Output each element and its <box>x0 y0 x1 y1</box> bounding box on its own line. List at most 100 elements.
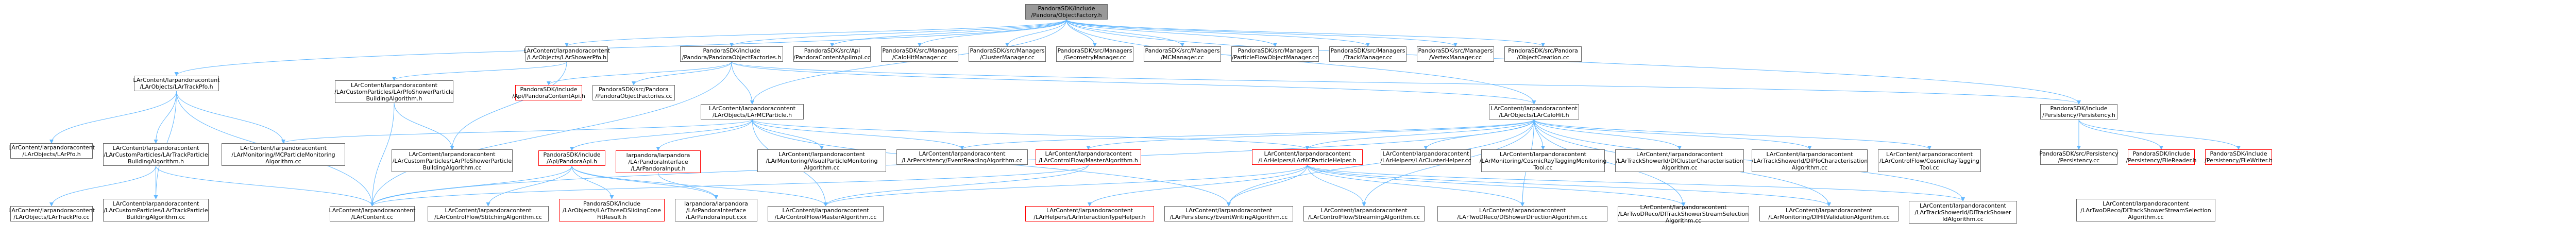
graph-node-larpandorainterface[interactable]: larpandora/larpandora/LArPandoraInterfac… <box>616 150 701 173</box>
edge-lamcparticlehelper-to-dltrackshower <box>1307 164 1965 201</box>
graph-node-latrackpfo[interactable]: LArContent/larpandoracontent/LArObjects/… <box>133 76 220 91</box>
graph-node-dltrackshower[interactable]: LArContent/larpandoracontent/LArTrackSho… <box>1909 201 2017 224</box>
node-label-line: LArContent/larpandoracontent <box>2103 200 2189 207</box>
node-label-line: /LArPandoraInterface <box>628 158 688 165</box>
graph-node-dlpfocharacterisation[interactable]: LArContent/larpandoracontent/LArTrackSho… <box>1752 149 1868 172</box>
node-label-line: larpandora/larpandora <box>684 200 748 207</box>
edge-lamcparticle-to-pandoraapi_h <box>570 119 753 151</box>
graph-node-interactiontypehelper[interactable]: LArContent/larpandoracontent/LArHelpers/… <box>1025 206 1154 221</box>
node-label-line: /TrackManager.cc <box>1343 54 1393 61</box>
graph-node-dlshowerselection[interactable]: LArContent/larpandoracontent/LArTwoDReco… <box>1618 204 1749 224</box>
node-label-line: /LArPandoraInput.cxx <box>685 213 747 220</box>
edge-root-to-latrackpfo <box>174 19 1067 76</box>
node-label-line: LArContent/larpandoracontent <box>1636 150 1723 158</box>
graph-node-geometrymanager[interactable]: PandoraSDK/src/Managers/GeometryManager.… <box>1056 46 1133 62</box>
node-label-line: LArContent/larpandoracontent <box>523 47 610 54</box>
node-label-line: /LArControlFlow/StreamingAlgorithm.cc <box>1308 214 1420 220</box>
graph-node-larpandorainput_cxx[interactable]: larpandora/larpandora/LArPandoraInterfac… <box>675 199 757 221</box>
node-label-line: LArContent/larpandoracontent <box>409 150 496 158</box>
graph-node-pandoracontentapi_h[interactable]: PandoraSDK/include/Api/PandoraContentApi… <box>512 85 585 100</box>
edge-pandoraapi_h-to-larpandorainput_cxx <box>571 165 718 199</box>
node-label-line: /LArCustomParticles/LArTrackParticle <box>104 151 208 158</box>
graph-node-cosmicraytagging_monitoring[interactable]: LArContent/larpandoracontent/LArMonitori… <box>1480 149 1606 172</box>
graph-node-laobjects_pfo[interactable]: LArContent/larpandoracontent/LArObjects/… <box>8 143 95 159</box>
node-label-line: /Api/PandoraApi.h <box>547 158 597 165</box>
node-label-line: LArContent/larpandoracontent <box>1766 150 1853 158</box>
edge-lamcparticlehelper-to-dlshowerselection <box>1307 164 1686 207</box>
graph-node-tracksparticlebuilding[interactable]: LArContent/larpandoracontent/LArCustomPa… <box>103 143 209 166</box>
graph-node-lashowerpfo[interactable]: LArContent/larpandoracontent/LArObjects/… <box>523 46 610 62</box>
graph-node-pandorafilewriter[interactable]: PandoraSDK/include/Persistency/FileWrite… <box>2205 149 2273 165</box>
graph-node-vertexmanager[interactable]: PandoraSDK/src/Managers/VertexManager.cc <box>1417 46 1494 62</box>
edge-root-to-geometrymanager <box>1066 19 1097 47</box>
graph-node-lacontent_cc[interactable]: LArContent/larpandoracontent/LArContent.… <box>329 206 416 221</box>
graph-node-clustermanager[interactable]: PandoraSDK/src/Managers/ClusterManager.c… <box>969 46 1046 62</box>
node-label-line: Algorithm.cc <box>804 164 840 171</box>
graph-node-dlvertexing[interactable]: LArContent/larpandoracontent/LArTwoDReco… <box>2076 199 2215 221</box>
graph-node-latrackpfo_cc[interactable]: LArContent/larpandoracontent/LArObjects/… <box>8 206 95 221</box>
graph-node-cosmicraytagging_tool[interactable]: LArContent/larpandoracontent/LArControlF… <box>1878 149 1981 172</box>
graph-node-lacalohit[interactable]: LArContent/larpandoracontent/LArObjects/… <box>1489 104 1579 120</box>
node-label-line: /Persistency.cc <box>2058 157 2100 164</box>
node-label-line: PandoraSDK/src/Pandora <box>599 86 669 93</box>
node-label-line: LArContent/larpandoracontent <box>112 200 199 207</box>
graph-node-mcmanager[interactable]: PandoraSDK/src/Managers/MCManager.cc <box>1144 46 1221 62</box>
graph-node-pfoshowerbuilding_cc[interactable]: LArContent/larpandoracontent/LArCustomPa… <box>392 149 513 172</box>
node-label-line: /LArObjects/LArTrackPfo.h <box>140 83 213 90</box>
graph-node-visualparticlemonitoring[interactable]: LArContent/larpandoracontent/LArMonitori… <box>757 149 886 172</box>
graph-node-laclusterhelper[interactable]: LArContent/larpandoracontent/LArHelpers/… <box>1380 149 1471 165</box>
graph-node-pandoraapi_h[interactable]: PandoraSDK/include/Api/PandoraApi.h <box>538 150 605 166</box>
graph-node-pandoracontentapiimpl[interactable]: PandoraSDK/src/Api/PandoraContentApiImpl… <box>793 46 871 62</box>
graph-node-calohitmanager[interactable]: PandoraSDK/src/Managers/CaloHitManager.c… <box>881 46 958 62</box>
graph-node-eventreading[interactable]: LArContent/larpandoracontent/LArPersiste… <box>896 149 1028 165</box>
graph-node-controlflow_streaming[interactable]: LArContent/larpandoracontent/LArControlF… <box>1303 206 1425 221</box>
edge-lacalohit-to-controlflow_master_h <box>1086 119 1534 150</box>
node-label-line: /LArControlFlow/MasterAlgorithm.h <box>1039 157 1138 164</box>
node-label-line: /PandoraObjectFactories.cc <box>595 93 672 99</box>
graph-node-pandoraobjectfactories[interactable]: PandoraSDK/include/Pandora/PandoraObject… <box>680 46 783 62</box>
node-label-line: LArContent/larpandoracontent <box>1320 207 1408 214</box>
node-label-line: /LArTwoDReco/DlShowerDirectionAlgorithm.… <box>1457 214 1588 220</box>
edge-lacalohit-to-cosmicraytagging_tool <box>1534 119 1931 150</box>
edge-pandoraobjectfactories-to-lacontent_cc <box>370 61 732 207</box>
node-label-line: PandoraSDK/include <box>703 47 760 54</box>
graph-node-controlflow_stitching[interactable]: LArContent/larpandoracontent/LArControlF… <box>428 206 549 221</box>
node-label-line: /PandoraContentApiImpl.cc <box>793 54 871 61</box>
graph-node-controlflow_master_cc[interactable]: LArContent/larpandoracontent/LArControlF… <box>768 206 884 221</box>
node-label-line: /LArHelpers/LArMCParticleHelper.h <box>1258 157 1357 164</box>
node-label-line: LArContent/larpandoracontent <box>8 207 95 214</box>
graph-node-sliding_cone[interactable]: PandoraSDK/include/LArObjects/LArThreeDS… <box>559 199 665 221</box>
graph-node-persistency_h[interactable]: PandoraSDK/include/Persistency/Persisten… <box>2040 104 2117 120</box>
edge-lamcparticle-to-lamcparticlehelper <box>752 119 1310 150</box>
edge-pandoraobjectfactories-to-lacalohit <box>731 61 1536 105</box>
graph-node-persistency_cc[interactable]: PandoraSDK/src/Persistency/Persistency.c… <box>2039 149 2119 165</box>
graph-node-trackmanager[interactable]: PandoraSDK/src/Managers/TrackManager.cc <box>1329 46 1406 62</box>
graph-node-objectcreation[interactable]: PandoraSDK/src/Pandora/ObjectCreation.cc <box>1504 46 1582 62</box>
graph-node-particleflowobjectmanager[interactable]: PandoraSDK/src/Managers/ParticleFlowObje… <box>1231 46 1319 62</box>
node-label-line: LArContent/larpandoracontent <box>329 207 416 214</box>
graph-node-tracksparticlebuilding_cc[interactable]: LArContent/larpandoracontent/LArCustomPa… <box>103 199 209 221</box>
edge-pandoraapi_h-to-controlflow_stitching <box>486 165 572 207</box>
graph-node-dlhitvalidation[interactable]: LArContent/larpandoracontent/LArMonitori… <box>1759 206 1899 221</box>
graph-node-lamcparticlehelper[interactable]: LArContent/larpandoracontent/LArHelpers/… <box>1252 149 1363 165</box>
node-label-line: PandoraSDK/src/Managers <box>1238 47 1313 54</box>
graph-node-pfoshowerbuilding[interactable]: LArContent/larpandoracontent/LArCustomPa… <box>334 80 454 103</box>
edge-larpandorainterface-to-larpandorainput_cxx <box>658 173 718 199</box>
graph-node-lamcparticle[interactable]: LArContent/larpandoracontent/LArObjects/… <box>701 104 804 120</box>
graph-node-controlflow_master_h[interactable]: LArContent/larpandoracontent/LArControlF… <box>1036 149 1141 165</box>
graph-node-eventwriting[interactable]: LArContent/larpandoracontent/LArPersiste… <box>1164 206 1293 221</box>
node-label-line: BuildingAlgorithm.cc <box>422 164 482 171</box>
graph-node-pandorafilereader[interactable]: PandoraSDK/include/Persistency/FileReade… <box>2126 149 2196 165</box>
edge-lacalohit-to-dlpfocharacterisation <box>1534 119 1812 150</box>
graph-node-dlclustercharacterisation[interactable]: LArContent/larpandoracontent/LArTrackSho… <box>1615 149 1744 172</box>
node-label-line: PandoraSDK/include <box>2050 105 2108 112</box>
graph-node-pandoraobjectfactories_cc[interactable]: PandoraSDK/src/Pandora/PandoraObjectFact… <box>592 85 675 100</box>
node-label-line: /Persistency/FileWriter.h <box>2205 157 2273 164</box>
graph-node-dlshowerdirection[interactable]: LArContent/larpandoracontent/LArTwoDReco… <box>1437 206 1607 221</box>
node-label-line: Algorithm.cc <box>1791 164 1828 171</box>
node-label-line: /LArPersistency/EventReadingAlgorithm.cc <box>902 157 1023 164</box>
graph-node-mcparticlemonitoring[interactable]: LArContent/larpandoracontent/LArMonitori… <box>222 143 345 166</box>
node-label-line: LArContent/larpandoracontent <box>351 81 437 89</box>
node-label-line: /GeometryManager.cc <box>1063 54 1126 61</box>
node-label-line: Algorithm.cc <box>1665 217 1702 224</box>
